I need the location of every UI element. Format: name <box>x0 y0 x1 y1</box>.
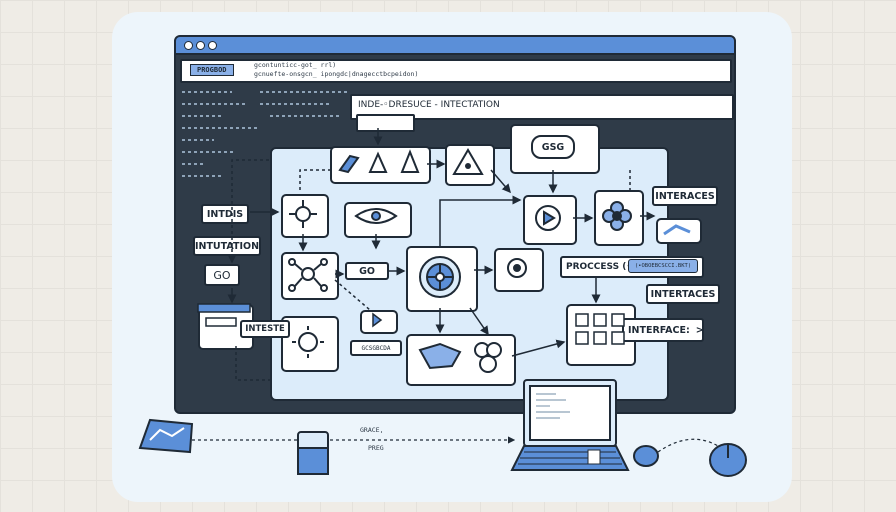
mouse-icon <box>633 443 747 477</box>
tablet-icon <box>138 418 194 454</box>
code-line: gcontunticc-got_ rrl) <box>254 61 337 69</box>
sun-icon <box>292 326 324 358</box>
connector-note: GRACE, <box>360 426 384 434</box>
go-center-label: GO <box>345 262 389 280</box>
window-titlebar <box>176 37 734 55</box>
play-small-icon <box>372 312 383 328</box>
upload-node[interactable] <box>656 218 702 244</box>
inteste-label: INTESTE <box>240 320 290 338</box>
connector-note: PREG <box>368 444 384 452</box>
interface-text: INTERFACE: <box>628 324 690 336</box>
gsg-label: GSG <box>531 135 575 159</box>
go-left-label: GO <box>204 264 240 286</box>
handshake-icon <box>418 342 502 373</box>
network-icon <box>288 258 328 292</box>
eye-icon <box>354 208 398 224</box>
process-text: PROCCESS (• <box>566 262 633 272</box>
dial-icon <box>419 256 461 298</box>
intdis-label: INTDIS <box>201 204 249 224</box>
cup-icon <box>297 431 329 475</box>
chevron-right-icon: > <box>695 324 704 336</box>
banner-tab <box>356 114 415 132</box>
interface-label: INTERFACE: > <box>622 318 704 342</box>
gsg-node[interactable] <box>510 124 600 174</box>
window-dot-icon[interactable] <box>196 41 205 50</box>
flower-icon <box>602 201 632 231</box>
intertaces-label: INTERTACES <box>646 284 720 304</box>
laptop-icon <box>510 379 630 471</box>
interaces-label: INTERACES <box>652 186 718 206</box>
triangle-icon <box>452 148 484 175</box>
play-icon <box>535 205 561 231</box>
intutation-label: INTUTATION <box>193 236 261 256</box>
window-dot-icon[interactable] <box>184 41 193 50</box>
browser-mini-icon <box>197 303 251 327</box>
process-chip: (•OBOEBCSCCI.BKT) <box>628 259 698 273</box>
window-dot-icon[interactable] <box>208 41 217 50</box>
code-tag: PROGBOD <box>190 64 234 76</box>
handshake-node[interactable] <box>406 334 516 386</box>
small-chip-label: GCSGBCDA <box>350 340 402 356</box>
hub-icon <box>289 200 317 228</box>
code-line: gcnuefte-onsgcn_ ipongdc|dnagecctbcpeido… <box>254 70 419 78</box>
grid-icon <box>575 313 625 345</box>
shapes-icon <box>338 149 420 174</box>
banner-label: INDE-◦DRESUCE - INTECTATION <box>354 96 504 114</box>
upload-icon <box>663 224 691 236</box>
gear-icon <box>507 258 527 278</box>
code-bar: PROGBOD gcontunticc-got_ rrl) gcnuefte-o… <box>180 59 732 83</box>
